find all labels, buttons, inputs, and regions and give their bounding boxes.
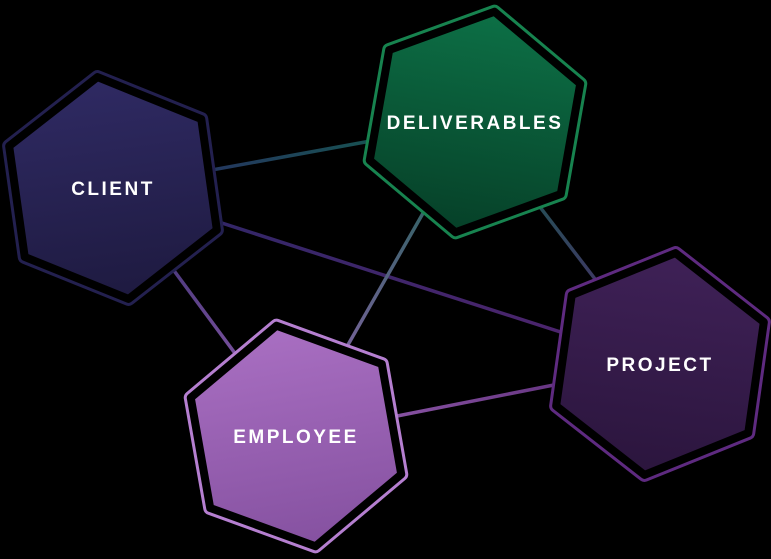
node-project[interactable]: PROJECT: [548, 240, 771, 489]
client-hexagon-body: [5, 73, 221, 303]
deliverables-hexagon-body: [365, 7, 585, 237]
employee-hexagon: [183, 318, 409, 554]
project-hexagon-body: [552, 249, 768, 479]
client-label: CLIENT: [71, 179, 155, 200]
node-deliverables[interactable]: DELIVERABLES: [360, 0, 590, 249]
client-hexagon: [2, 70, 224, 306]
node-client[interactable]: CLIENT: [1, 64, 224, 313]
deliverables-label: DELIVERABLES: [387, 113, 564, 134]
deliverables-hexagon: [362, 4, 588, 240]
employee-hexagon-body: [186, 321, 406, 551]
employee-label: EMPLOYEE: [233, 427, 359, 448]
project-label: PROJECT: [606, 355, 713, 376]
project-hexagon: [549, 246, 771, 482]
node-employee[interactable]: EMPLOYEE: [181, 309, 411, 559]
